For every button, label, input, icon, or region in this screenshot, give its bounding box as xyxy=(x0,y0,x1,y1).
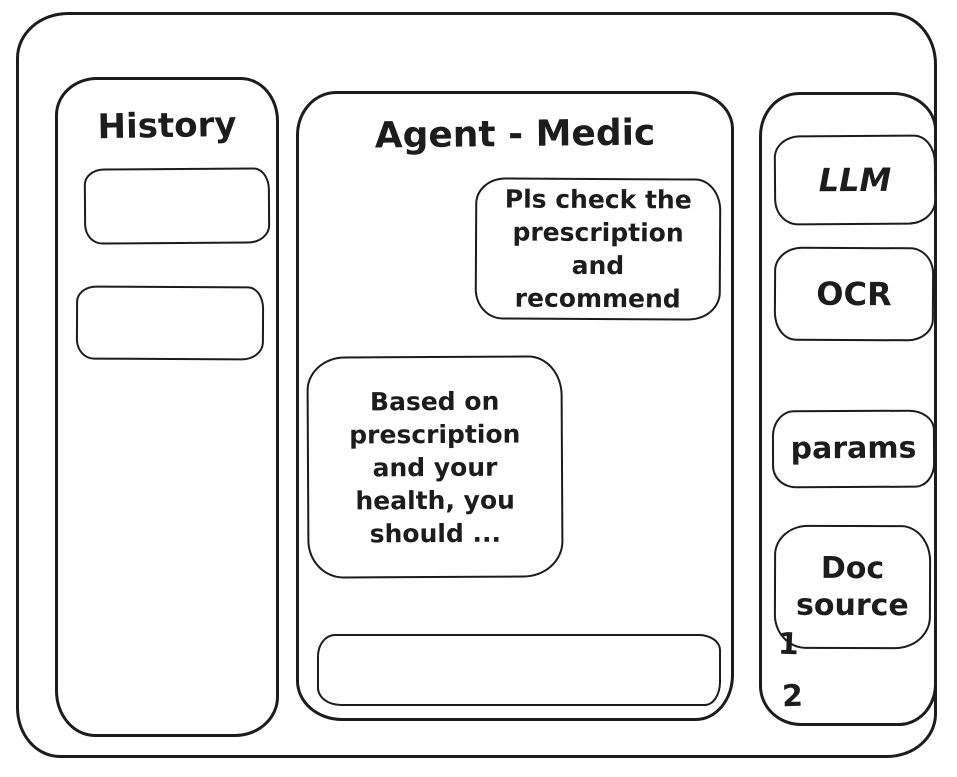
params-button[interactable]: params xyxy=(771,409,936,489)
history-item[interactable] xyxy=(75,285,265,361)
tools-panel: LLM OCR params Doc source 1 2 xyxy=(759,92,937,726)
user-message-bubble: Pls check the prescription and recommend xyxy=(474,177,722,321)
history-item[interactable] xyxy=(83,167,271,245)
chat-panel: Agent - Medic Pls check the prescription… xyxy=(296,91,734,721)
app-frame: History Agent - Medic Pls check the pres… xyxy=(16,12,937,758)
llm-button[interactable]: LLM xyxy=(773,134,937,226)
doc-source-item-1[interactable]: 1 xyxy=(777,626,800,663)
doc-source-item-2[interactable]: 2 xyxy=(781,678,804,715)
assistant-message-bubble: Based on prescription and your health, y… xyxy=(306,355,564,579)
message-input[interactable] xyxy=(317,634,721,706)
history-title: History xyxy=(97,104,237,148)
page-title: Agent - Medic xyxy=(374,112,656,157)
history-panel: History xyxy=(55,77,279,737)
ocr-button[interactable]: OCR xyxy=(773,246,935,342)
